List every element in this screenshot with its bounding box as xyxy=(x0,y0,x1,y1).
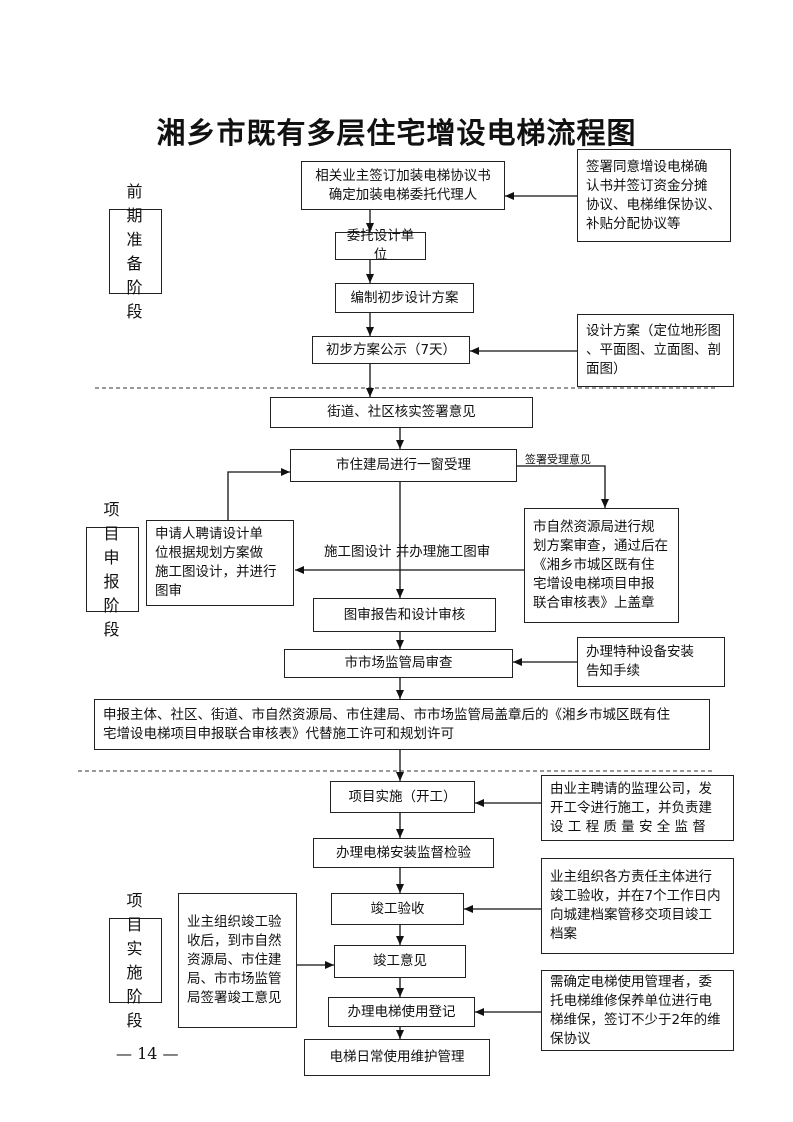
note-owner-acceptance: 业主组织各方责任主体进行 竣工验收，并在7个工作日内 向城建档案管移交项目竣工 … xyxy=(541,858,734,954)
label-sign-acceptance-opinion: 签署受理意见 xyxy=(525,453,591,466)
step-install-inspection: 办理电梯安装监督检验 xyxy=(313,838,494,868)
step-street-review: 街道、社区核实签署意见 xyxy=(270,397,533,428)
step-completion-opinion: 竣工意见 xyxy=(334,945,466,978)
note-maintenance-contract: 需确定电梯使用管理者，委 托电梯维修保养单位进行电 梯维保，签订不少于2年的维 … xyxy=(541,970,734,1051)
step-joint-permit: 申报主体、社区、街道、市自然资源局、市住建局、市市场监管局盖章后的《湘乡市城区既… xyxy=(94,699,710,750)
label-construction-drawing: 施工图设计 并办理施工图审 xyxy=(324,544,491,560)
page-number: — 14 — xyxy=(116,1044,179,1063)
page-title: 湘乡市既有多层住宅增设电梯流程图 xyxy=(156,116,637,150)
step-commission-design: 委托设计单位 xyxy=(335,228,426,263)
stage-implement: 项目 实施 阶段 xyxy=(109,891,162,1030)
stage-prep: 前期 准备 阶段 xyxy=(109,182,162,321)
acceptance-opinion-connector xyxy=(517,465,609,508)
note-supervision: 由业主聘请的监理公司，发 开工令进行施工，并负责建 设 工 程 质 量 安 全 … xyxy=(541,775,734,841)
note-design-scheme: 设计方案（定位地形图 、平面图、立面图、剖 面图） xyxy=(577,314,734,387)
step-maintenance: 电梯日常使用维护管理 xyxy=(304,1039,490,1076)
note-special-equipment: 办理特种设备安装 告知手续 xyxy=(577,637,725,687)
note-sign-confirmation: 签署同意增设电梯确 认书并签订资金分摊 协议、电梯维保协议、 补贴分配协议等 xyxy=(577,149,731,242)
step-publicity: 初步方案公示（7天） xyxy=(312,336,470,364)
note-natural-resources: 市自然资源局进行规 划方案审查，通过后在 《湘乡市城区既有住 宅增设电梯项目申报… xyxy=(524,508,679,623)
stage-apply: 项目 申报 阶段 xyxy=(86,500,139,639)
step-one-window: 市住建局进行一窗受理 xyxy=(290,449,517,482)
step-market-review: 市市场监管局审查 xyxy=(284,649,513,678)
note-applicant-design: 申请人聘请设计单 位根据规划方案做 施工图设计，并进行 图审 xyxy=(146,520,294,606)
step-drawing-review-report: 图审报告和设计审核 xyxy=(313,598,496,632)
step-start-construction: 项目实施（开工） xyxy=(330,781,475,813)
step-sign-agreement: 相关业主签订加装电梯协议书 确定加装电梯委托代理人 xyxy=(301,161,505,210)
note-owner-opinion: 业主组织竣工验 收后，到市自然 资源局、市住建 局、市市场监管 局签署竣工意见 xyxy=(178,893,297,1028)
review-loop-connector xyxy=(227,468,290,520)
step-acceptance: 竣工验收 xyxy=(331,893,464,925)
step-registration: 办理电梯使用登记 xyxy=(328,997,475,1027)
step-preliminary-design: 编制初步设计方案 xyxy=(335,283,474,313)
